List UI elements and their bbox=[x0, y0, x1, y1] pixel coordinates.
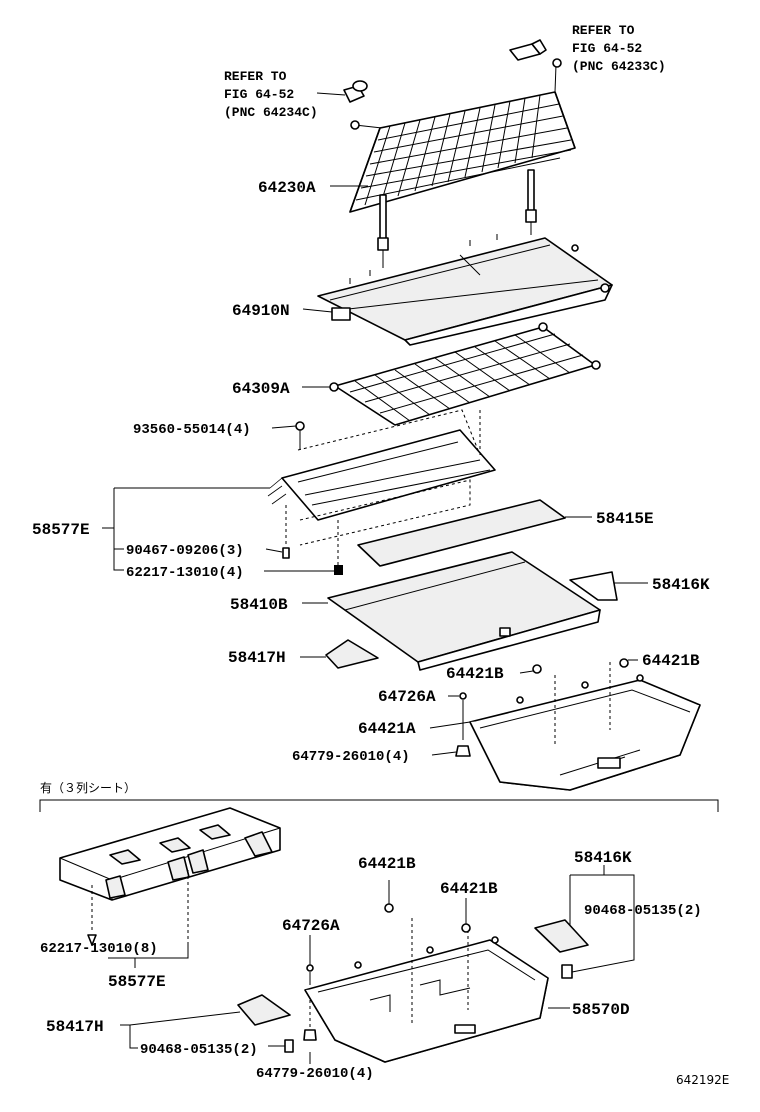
label-62217-13010-8: 62217-13010(8) bbox=[40, 941, 158, 957]
label-64421B-d: 64421B bbox=[440, 880, 498, 898]
trim-58416K-lower bbox=[534, 919, 589, 979]
hook-part-64233C bbox=[509, 39, 547, 61]
ref-top-right-line3: (PNC 64233C) bbox=[572, 59, 666, 74]
label-64726A: 64726A bbox=[378, 688, 436, 706]
label-58417H: 58417H bbox=[228, 649, 286, 667]
label-62217-13010-4: 62217-13010(4) bbox=[126, 565, 244, 581]
label-64910N: 64910N bbox=[232, 302, 290, 320]
storage-tub-58570D bbox=[303, 903, 549, 1063]
tonneau-cover-64910N bbox=[317, 234, 613, 346]
tray-58577E bbox=[267, 409, 496, 575]
ref-top-left-line3: (PNC 64234C) bbox=[224, 105, 318, 120]
hook-part-64234C bbox=[343, 80, 368, 103]
label-64779-26010-lower: 64779-26010(4) bbox=[256, 1066, 374, 1082]
storage-tub-64421A bbox=[455, 658, 701, 791]
label-58417H-lower: 58417H bbox=[46, 1018, 104, 1036]
label-90467-09206: 90467-09206(3) bbox=[126, 543, 244, 559]
label-64726A-lower: 64726A bbox=[282, 917, 340, 935]
trim-58416K bbox=[569, 571, 618, 601]
label-58577E-lower: 58577E bbox=[108, 973, 166, 991]
label-64421B-c: 64421B bbox=[358, 855, 416, 873]
label-64779-26010-top: 64779-26010(4) bbox=[292, 749, 410, 765]
ref-top-left-line2: FIG 64-52 bbox=[224, 87, 294, 102]
section-bracket bbox=[39, 799, 719, 812]
cargo-net-64230A bbox=[349, 58, 576, 268]
deck-board-58410B bbox=[327, 551, 601, 671]
label-64230A: 64230A bbox=[258, 179, 316, 197]
label-58577E: 58577E bbox=[32, 521, 90, 539]
ref-top-right-line1: REFER TO bbox=[572, 23, 635, 38]
board-58415E bbox=[357, 499, 566, 567]
label-58410B: 58410B bbox=[230, 596, 288, 614]
label-93560-55014: 93560-55014(4) bbox=[133, 422, 251, 438]
label-58416K-lower: 58416K bbox=[574, 849, 632, 867]
label-64421A: 64421A bbox=[358, 720, 416, 738]
label-58416K: 58416K bbox=[652, 576, 710, 594]
leader-lines bbox=[102, 92, 648, 1064]
trim-58417H-lower bbox=[237, 994, 294, 1053]
label-90468-05135-a: 90468-05135(2) bbox=[584, 903, 702, 919]
tray-58577E-lower bbox=[59, 807, 281, 946]
label-64421B-b: 64421B bbox=[642, 652, 700, 670]
diagram-id: 642192E bbox=[676, 1073, 729, 1087]
label-58570D: 58570D bbox=[572, 1001, 630, 1019]
label-58415E: 58415E bbox=[596, 510, 654, 528]
section-note: 有（３列シート） bbox=[40, 781, 136, 795]
luggage-net-64309A bbox=[329, 322, 601, 426]
ref-top-left-line1: REFER TO bbox=[224, 69, 287, 84]
label-90468-05135-b: 90468-05135(2) bbox=[140, 1042, 258, 1058]
label-64421B-a: 64421B bbox=[446, 665, 504, 683]
label-64309A: 64309A bbox=[232, 380, 290, 398]
trim-58417H bbox=[325, 639, 379, 669]
ref-top-right-line2: FIG 64-52 bbox=[572, 41, 642, 56]
